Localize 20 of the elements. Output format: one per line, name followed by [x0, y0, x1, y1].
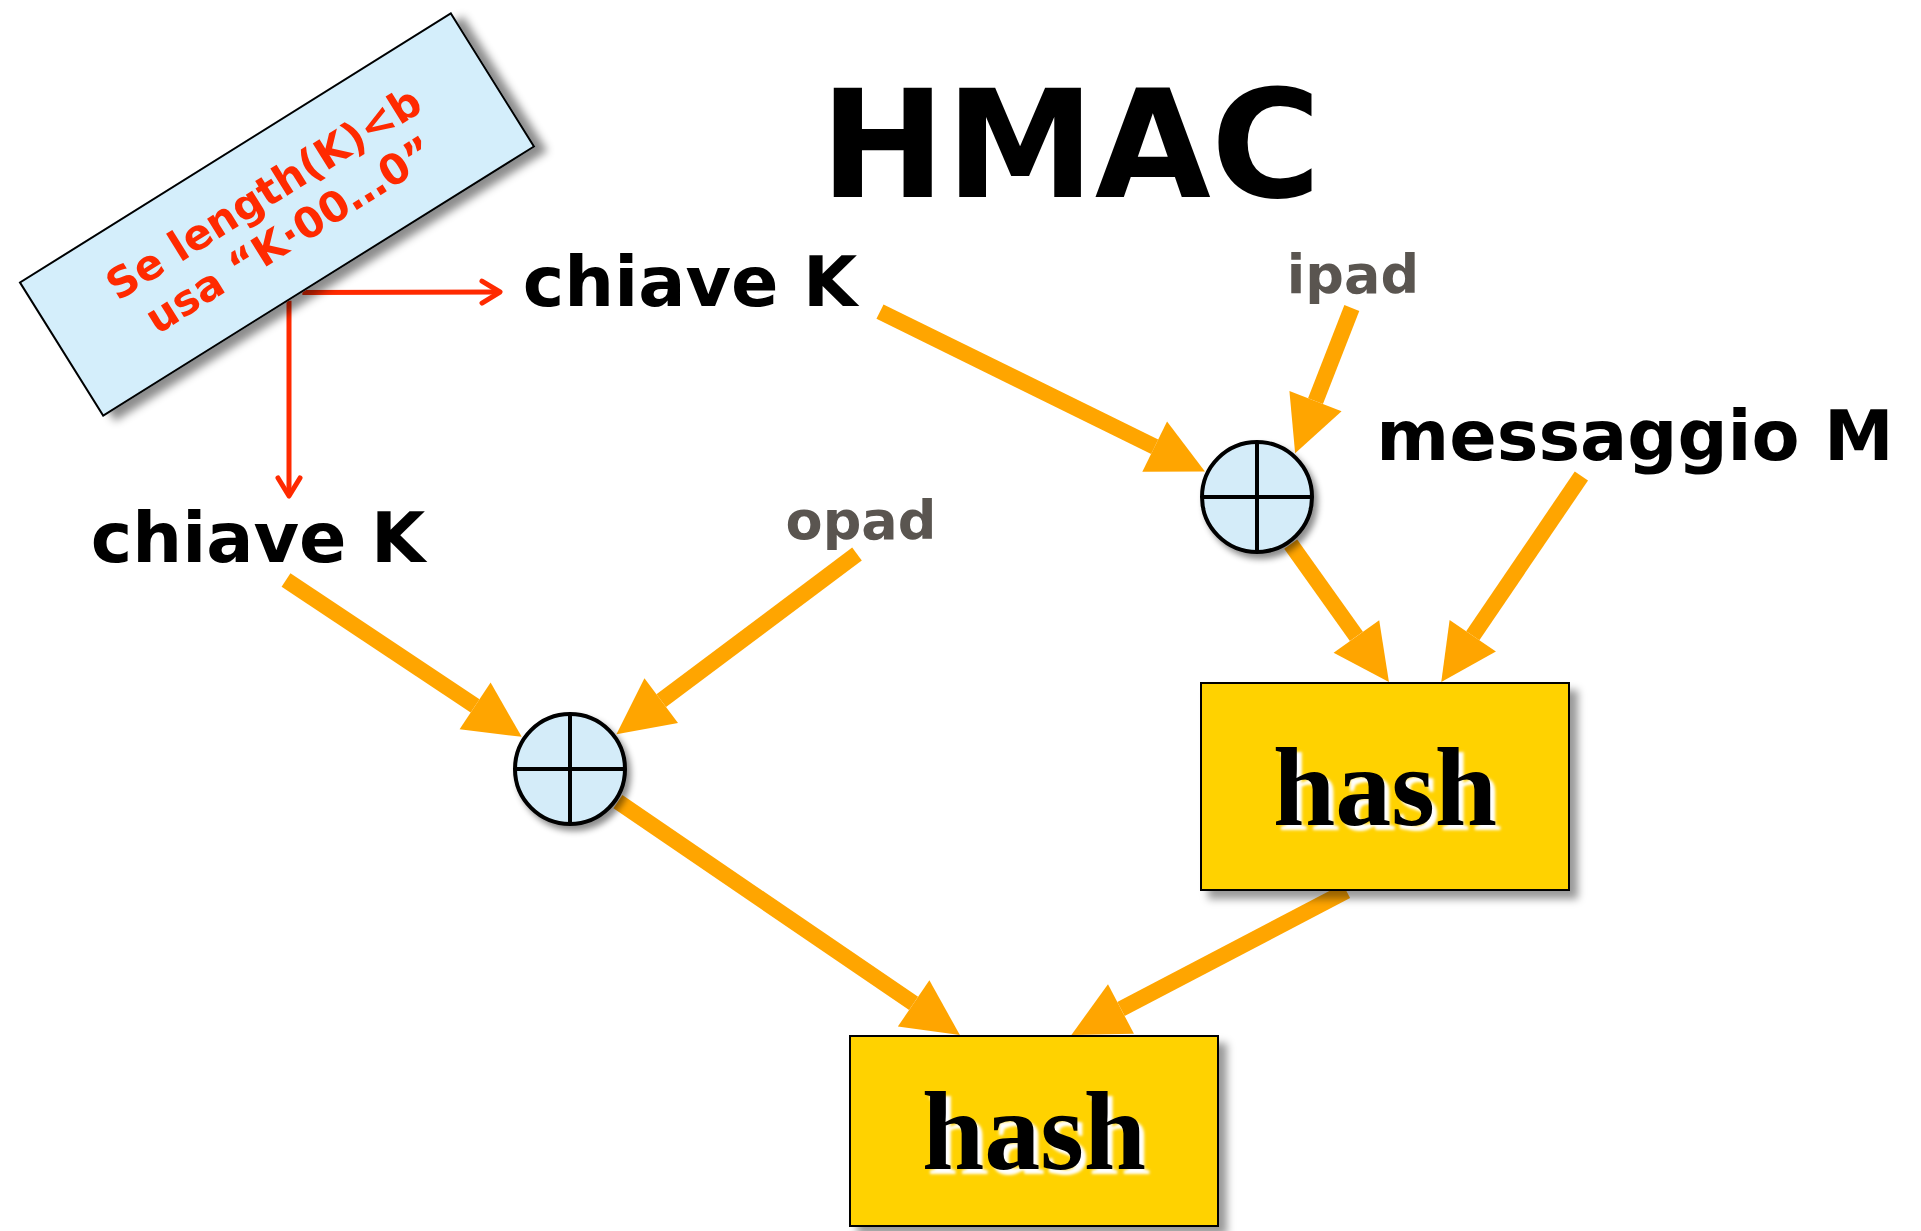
arrow: [1284, 539, 1389, 682]
input-label: chiave K: [90, 503, 426, 573]
pad-label: opad: [785, 494, 937, 548]
xor-symbol: [1199, 439, 1315, 555]
hash-box: [1200, 682, 1570, 891]
arrow: [616, 547, 862, 735]
arrow: [275, 300, 303, 499]
arrow: [302, 278, 503, 306]
hash-label: hash: [921, 1075, 1147, 1187]
title: HMAC: [820, 70, 1321, 220]
pad-label: ipad: [1286, 248, 1420, 302]
input-label: chiave K: [522, 247, 858, 317]
arrow: [613, 795, 960, 1035]
arrow: [1441, 471, 1588, 682]
arrow: [281, 573, 522, 737]
arrow: [876, 304, 1205, 472]
hash-box: [849, 1035, 1219, 1227]
arrow: [1289, 305, 1360, 454]
xor-symbol: [512, 711, 628, 827]
hash-label: hash: [1272, 730, 1498, 843]
